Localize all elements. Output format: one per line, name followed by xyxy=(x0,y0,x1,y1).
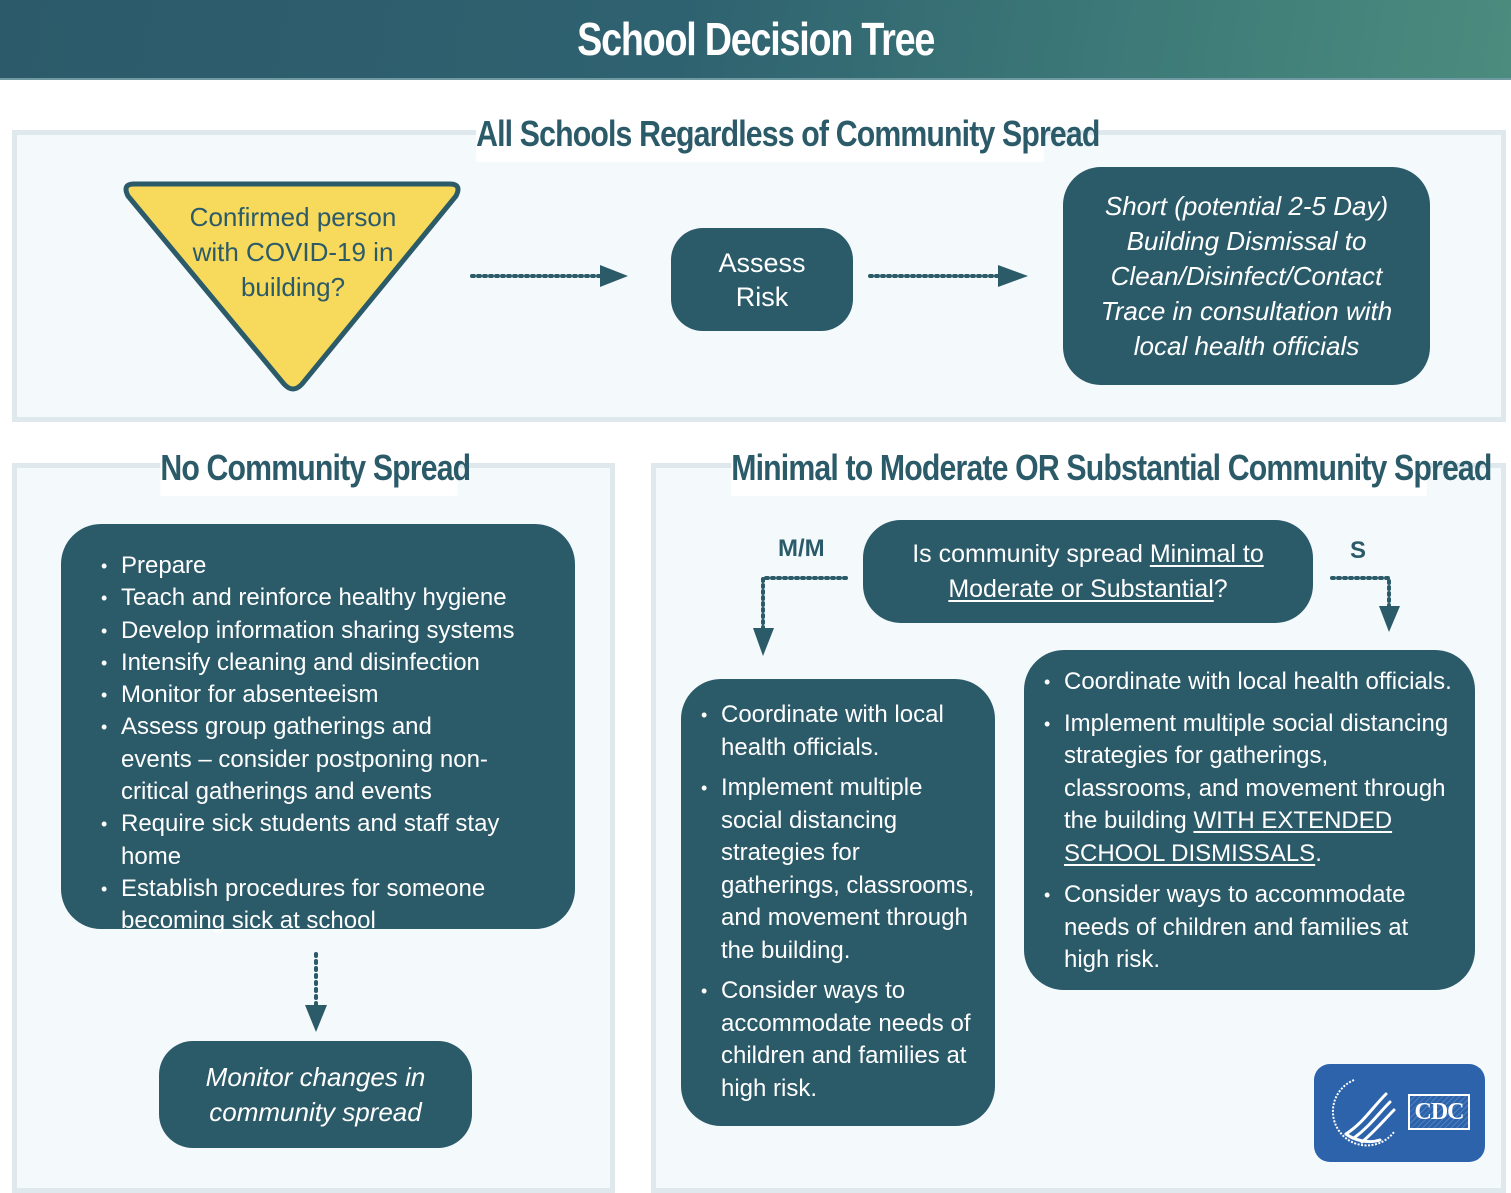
dismissal-line: Trace in consultation with xyxy=(1100,295,1393,326)
panel-title-community-spread: Minimal to Moderate OR Substantial Commu… xyxy=(731,440,1492,496)
arrow-elbow-left-icon xyxy=(753,576,848,656)
s-branch-label: S xyxy=(1350,537,1367,564)
question-prefix: Is community spread xyxy=(912,539,1150,568)
list-item: Implement multiple social distancing str… xyxy=(1044,708,1457,871)
triangle-shape xyxy=(123,181,461,392)
list-item: Establish procedures for someone becomin… xyxy=(101,873,501,938)
s-item2-suffix: . xyxy=(1315,839,1322,867)
cdc-logo: CDC xyxy=(1314,1064,1485,1162)
question-text: Is community spread Minimal to Moderate … xyxy=(883,537,1293,607)
list-item: Consider ways to accommodate needs of ch… xyxy=(1044,879,1457,977)
building-dismissal-box: Short (potential 2-5 Day) Building Dismi… xyxy=(1063,167,1430,385)
no-spread-actions-box: Prepare Teach and reinforce healthy hygi… xyxy=(61,524,575,934)
no-spread-action-list: Prepare Teach and reinforce healthy hygi… xyxy=(101,550,555,938)
list-item: Coordinate with local health officials. xyxy=(701,699,979,764)
decision-line: building? xyxy=(240,272,346,302)
dismissal-line: Clean/Disinfect/Contact xyxy=(1110,260,1383,291)
dismissal-line: local health officials xyxy=(1133,330,1360,361)
decision-line: Confirmed person xyxy=(189,202,397,232)
list-item: Prepare xyxy=(101,550,555,583)
extended-dismissal-emphasis: WITH EXTENDED SCHOOL DISMISSALS xyxy=(1064,807,1393,867)
question-option-substantial: Moderate or Substantial xyxy=(948,574,1214,603)
s-action-list: Coordinate with local health officials. … xyxy=(1044,666,1457,977)
list-item: Require sick students and staff stay hom… xyxy=(101,808,555,873)
decision-line: with COVID-19 in xyxy=(192,237,394,267)
arrow-elbow-right-icon xyxy=(1330,576,1400,632)
list-item: Consider ways to accommodate needs of ch… xyxy=(701,975,979,1105)
list-item: Intensify cleaning and disinfection xyxy=(101,647,555,680)
monitor-line: Monitor changes in xyxy=(205,1061,426,1092)
cdc-text: CDC xyxy=(1414,1098,1465,1125)
s-actions-box: Coordinate with local health officials. … xyxy=(1024,650,1475,990)
list-item: Teach and reinforce healthy hygiene xyxy=(101,582,555,615)
list-item: Assess group gatherings and events – con… xyxy=(101,711,501,808)
page-title: School Decision Tree xyxy=(577,13,935,65)
panel-title-all-schools: All Schools Regardless of Community Spre… xyxy=(476,106,1100,162)
list-item: Implement multiple social distancing str… xyxy=(701,772,979,967)
decision-triangle xyxy=(123,181,461,392)
list-item: Coordinate with local health officials. xyxy=(1044,666,1457,699)
dismissal-line: Building Dismissal to xyxy=(1126,225,1367,256)
s-item2-text: Implement multiple social distancing str… xyxy=(1064,709,1449,835)
dismissal-line: Short (potential 2-5 Day) xyxy=(1104,190,1389,221)
question-option-minimal: Minimal to xyxy=(1149,539,1264,568)
mm-branch-label: M/M xyxy=(778,535,825,562)
panel-title-no-spread: No Community Spread xyxy=(160,440,471,496)
list-item: Develop information sharing systems xyxy=(101,615,555,648)
monitor-line: community spread xyxy=(209,1096,422,1127)
arrow-right-icon xyxy=(868,265,1028,287)
arrow-down-icon xyxy=(305,952,327,1032)
mm-actions-box: Coordinate with local health officials. … xyxy=(681,679,995,1126)
list-item: Monitor for absenteeism xyxy=(101,679,555,712)
decision-text: Confirmed person with COVID-19 in buildi… xyxy=(160,200,426,305)
monitor-changes-box: Monitor changes in community spread xyxy=(159,1041,472,1148)
header-banner: School Decision Tree xyxy=(0,0,1511,80)
mm-action-list: Coordinate with local health officials. … xyxy=(701,699,979,1105)
assess-risk-box: Assess Risk xyxy=(671,228,853,331)
cdc-wordmark: CDC xyxy=(1408,1094,1470,1130)
assess-risk-line: Risk xyxy=(735,281,789,312)
question-suffix: ? xyxy=(1213,574,1228,603)
assess-risk-line: Assess xyxy=(718,247,806,278)
community-spread-question-box: Is community spread Minimal to Moderate … xyxy=(863,520,1313,623)
hhs-eagle-icon xyxy=(1331,1079,1396,1147)
arrow-right-icon xyxy=(470,265,628,287)
